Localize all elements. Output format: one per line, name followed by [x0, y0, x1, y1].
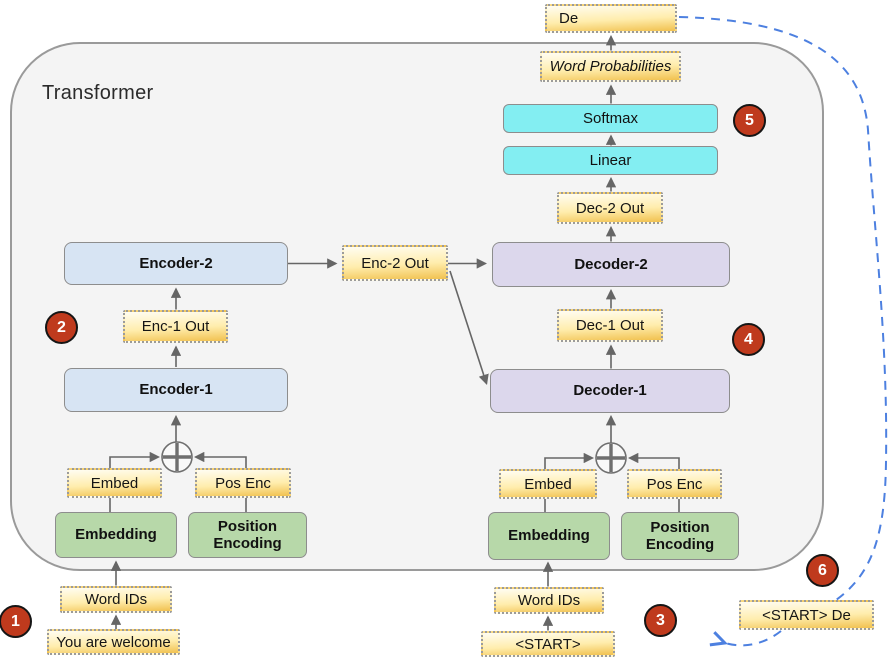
- encoder-word-ids-note: Word IDs: [60, 586, 172, 613]
- step-2-badge: 2: [45, 311, 78, 344]
- step-6-badge: 6: [806, 554, 839, 587]
- encoder-position-encoding-block: Position Encoding: [188, 512, 307, 558]
- decoder-word-ids-note: Word IDs: [494, 587, 604, 614]
- step-5-badge: 5: [733, 104, 766, 137]
- dec-2-out-note: Dec-2 Out: [557, 192, 663, 224]
- decoder-input-note: <START>: [481, 631, 615, 657]
- decoder-2-block: Decoder-2: [492, 242, 730, 287]
- step-1-badge: 1: [0, 605, 32, 638]
- encoder-2-block: Encoder-2: [64, 242, 288, 285]
- enc-2-out-note: Enc-2 Out: [342, 245, 448, 281]
- linear-block: Linear: [503, 146, 718, 175]
- decoder-1-block: Decoder-1: [490, 369, 730, 413]
- encoder-embedding-block: Embedding: [55, 512, 177, 558]
- encoder-embed-note: Embed: [67, 468, 162, 498]
- step-3-badge: 3: [644, 604, 677, 637]
- decoder-embed-note: Embed: [499, 469, 597, 499]
- diagram-title: Transformer: [42, 82, 154, 104]
- decoder-position-encoding-block: Position Encoding: [621, 512, 739, 560]
- step-4-badge: 4: [732, 323, 765, 356]
- encoder-input-note: You are welcome: [47, 629, 180, 655]
- decoder-pos-enc-note: Pos Enc: [627, 469, 722, 499]
- encoder-pos-enc-note: Pos Enc: [195, 468, 291, 498]
- predicted-output-note: De: [545, 4, 677, 33]
- enc-1-out-note: Enc-1 Out: [123, 310, 228, 343]
- decoder-embedding-block: Embedding: [488, 512, 610, 560]
- softmax-block: Softmax: [503, 104, 718, 133]
- dec-1-out-note: Dec-1 Out: [557, 309, 663, 342]
- word-probabilities-note: Word Probabilities: [540, 51, 681, 82]
- encoder-1-block: Encoder-1: [64, 368, 288, 412]
- decoder-feedback-note: <START> De: [739, 600, 874, 630]
